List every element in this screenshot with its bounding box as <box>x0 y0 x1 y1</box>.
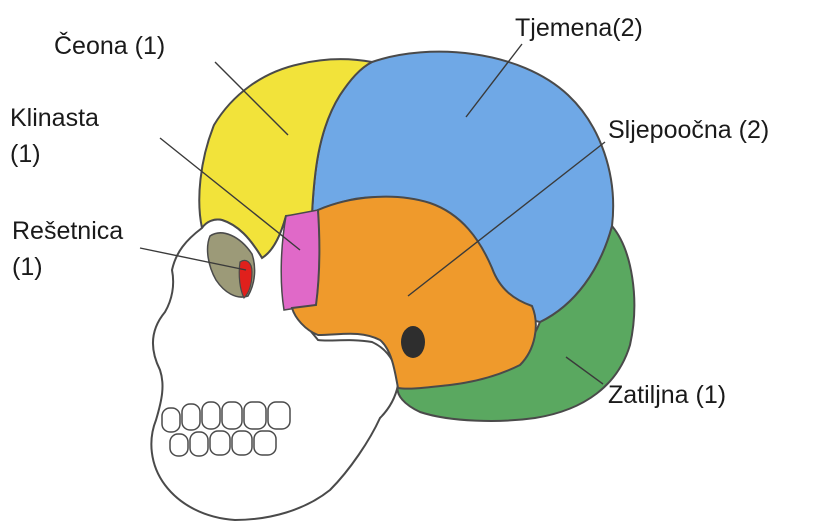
label-sphenoid-line2: (1) <box>10 136 99 172</box>
label-sphenoid: Klinasta (1) <box>10 100 99 172</box>
label-ethmoid: Rešetnica (1) <box>12 213 123 285</box>
label-ethmoid-line2: (1) <box>12 249 123 285</box>
label-sphenoid-line1: Klinasta <box>10 100 99 136</box>
label-ethmoid-line1: Rešetnica <box>12 213 123 249</box>
label-frontal: Čeona (1) <box>54 28 165 64</box>
label-parietal: Tjemena(2) <box>515 10 643 46</box>
label-occipital: Zatiljna (1) <box>608 377 726 413</box>
sphenoid-bone <box>281 210 319 310</box>
ear-canal <box>401 326 425 358</box>
label-temporal: Sljepoočna (2) <box>608 112 769 148</box>
